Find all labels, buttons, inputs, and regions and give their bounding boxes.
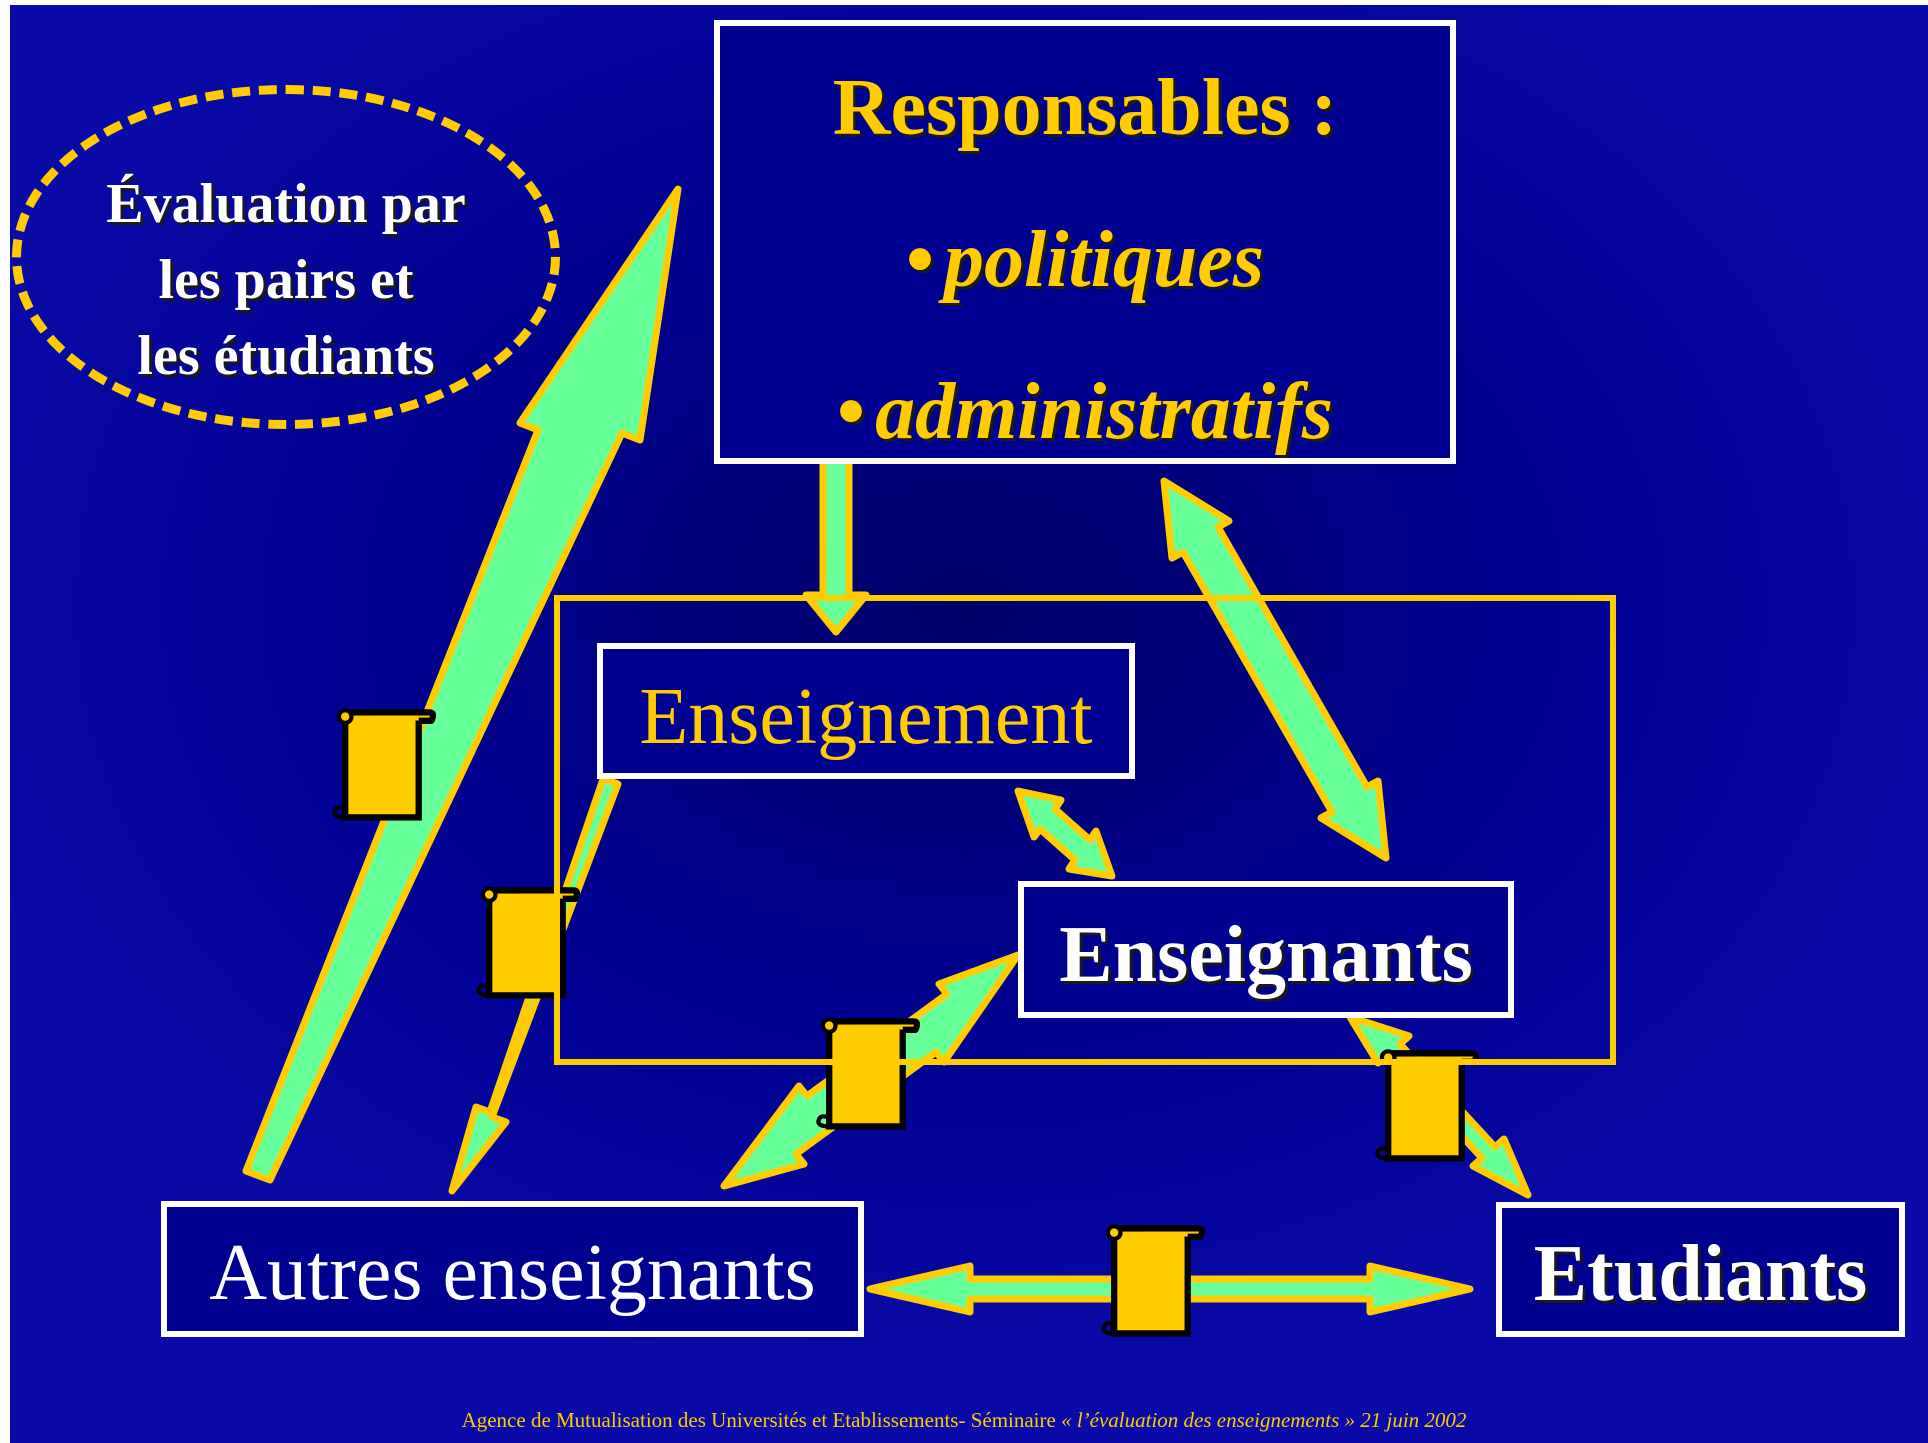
scroll-document-icon [1103, 1226, 1202, 1333]
etudiants-box: Etudiants [1496, 1202, 1905, 1337]
arrow-enseignement-enseignants [1014, 787, 1116, 880]
evaluation-ellipse: Évaluation par les pairs et les étudiant… [12, 85, 560, 429]
footer: Agence de Mutualisation des Universités … [0, 1410, 1928, 1431]
bullet: • [905, 216, 934, 304]
footer-text: Agence de Mutualisation des Universités … [461, 1408, 1056, 1432]
teaching-frame [554, 595, 1616, 1065]
footer-italic-text: « l’évaluation des enseignements » 21 ju… [1061, 1408, 1467, 1432]
evaluation-line: les pairs et [158, 249, 414, 311]
responsables-box: Responsables : •politiques •administrati… [714, 20, 1456, 464]
responsables-title: Responsables : [832, 64, 1338, 152]
scroll-document-icon [1377, 1051, 1476, 1158]
bullet: • [837, 368, 866, 456]
autres-enseignants-label: Autres enseignants [209, 1229, 816, 1317]
responsables-item: •administratifs [720, 372, 1450, 452]
arrow-autres-to-evaluation [242, 185, 682, 1184]
evaluation-line: les étudiants [137, 325, 435, 387]
responsables-item-label: administratifs [875, 368, 1333, 456]
etudiants-label: Etudiants [1533, 1230, 1868, 1318]
enseignement-label: Enseignement [639, 673, 1093, 761]
responsables-item: •politiques [720, 220, 1450, 300]
enseignement-box: Enseignement [597, 643, 1135, 779]
enseignants-label: Enseignants [1059, 911, 1473, 999]
enseignants-box: Enseignants [1018, 881, 1514, 1018]
responsables-item-label: politiques [943, 216, 1265, 304]
autres-enseignants-box: Autres enseignants [161, 1201, 864, 1337]
evaluation-text: Évaluation par les pairs et les étudiant… [21, 166, 551, 394]
scroll-document-icon [334, 710, 433, 817]
evaluation-line: Évaluation par [106, 173, 466, 235]
arrow-responsables-enseignants [1160, 477, 1390, 862]
